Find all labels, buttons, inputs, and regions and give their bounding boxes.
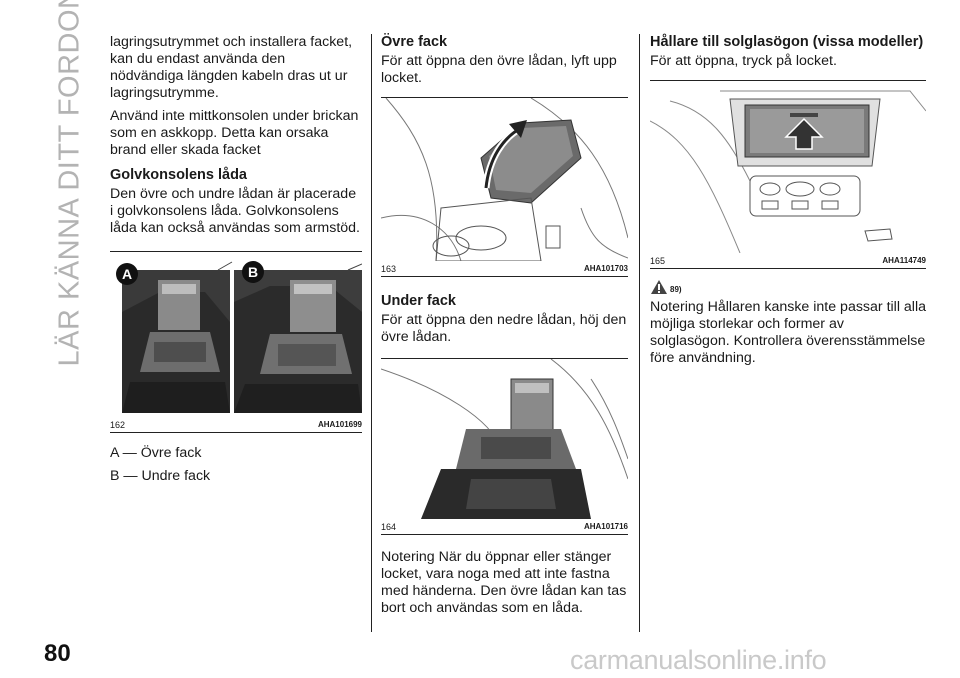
figure-code: AHA101703: [583, 264, 628, 273]
paragraph-ashtray-warning: Använd inte mittkonsolen under brickan s…: [110, 108, 359, 158]
figure-162: A B 162 AHA101699: [110, 251, 362, 433]
figure-163-caption: 163 AHA101703: [381, 261, 628, 276]
figure-number: 162: [110, 420, 126, 430]
watermark: carmanualsonline.info: [570, 645, 827, 675]
figure-165-caption: 165 AHA114749: [650, 253, 926, 268]
column-1: lagringsutrymmet och installera facket, …: [110, 34, 362, 491]
column-divider-2: [639, 34, 640, 632]
figure-code: AHA101699: [317, 420, 362, 429]
column-3: Hållare till solglasögon (vissa modeller…: [650, 34, 926, 373]
legend-item-b: B — Undre fack: [110, 468, 211, 484]
column-2: Övre fack För att öppna den övre lådan, …: [381, 34, 628, 623]
warning-triangle-icon: [651, 280, 667, 294]
figure-number: 165: [650, 256, 666, 266]
figure-165: 165 AHA114749: [650, 80, 926, 269]
console-compartments-illustration: A B: [110, 252, 362, 417]
figure-164: 164 AHA101716: [381, 358, 628, 535]
heading-sunglasses-holder: Hållare till solglasögon (vissa modeller…: [650, 34, 924, 50]
column-divider-1: [371, 34, 372, 632]
paragraph-storage-cable: lagringsutrymmet och installera facket, …: [110, 34, 353, 101]
figure-code: AHA101716: [583, 522, 628, 531]
chapter-title-text: LÄR KÄNNA DITT FORDON: [53, 0, 86, 367]
figure-number: 164: [381, 522, 397, 532]
lower-compartment-illustration: [381, 359, 628, 519]
warning-ref-number: 89): [670, 285, 682, 294]
figure-number: 163: [381, 264, 397, 274]
heading-lower-compartment: Under fack: [381, 293, 456, 309]
figure-164-caption: 164 AHA101716: [381, 519, 628, 534]
paragraph-note-sunglasses: Notering Hållaren kanske inte passar til…: [650, 299, 927, 366]
figure-label-a: A: [122, 266, 132, 282]
legend-item-a: A — Övre fack: [110, 445, 202, 461]
heading-upper-compartment: Övre fack: [381, 34, 448, 50]
chapter-side-title: LÄR KÄNNA DITT FORDON: [52, 0, 88, 366]
paragraph-floor-console: Den övre och undre lådan är placerade i …: [110, 186, 360, 236]
paragraph-note-lid: Notering När du öppnar eller stänger loc…: [381, 549, 627, 616]
sunglasses-holder-illustration: [650, 81, 926, 253]
paragraph-lower-compartment: För att öppna den nedre lådan, höj den ö…: [381, 312, 627, 345]
warning-reference: 89): [650, 279, 926, 295]
paragraph-upper-compartment: För att öppna den övre lådan, lyft upp l…: [381, 53, 617, 86]
figure-code: AHA114749: [882, 256, 926, 265]
figure-163: 163 AHA101703: [381, 97, 628, 277]
figure-162-caption: 162 AHA101699: [110, 417, 362, 432]
heading-floor-console: Golvkonsolens låda: [110, 167, 247, 183]
armrest-lid-illustration: [381, 98, 628, 261]
paragraph-sunglasses-open: För att öppna, tryck på locket.: [650, 53, 837, 69]
figure-label-b: B: [248, 264, 258, 280]
page-number: 80: [44, 640, 71, 667]
